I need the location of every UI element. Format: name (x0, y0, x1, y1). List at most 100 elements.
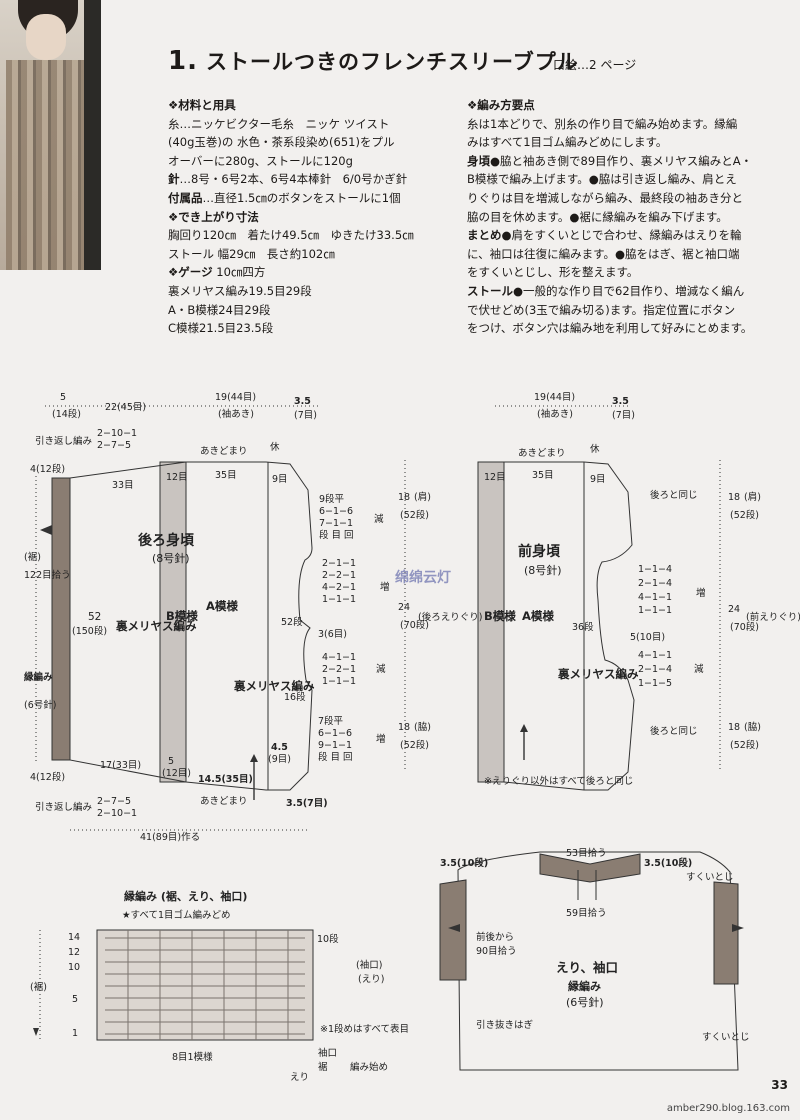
collar-pick-a: 前後から (476, 931, 514, 943)
size-heading: ❖でき上がり寸法 (168, 209, 259, 224)
right-armhole-band (713, 881, 739, 985)
edging-title: 縁編み (裾、えり、袖口) (124, 889, 247, 903)
yarn-line-2: (40g玉巻)の 水色・茶系段染め(651)をプル (168, 135, 395, 150)
edging-row-10: 10 (68, 962, 80, 973)
blog-url: amber290.blog.163.com (666, 1103, 790, 1114)
front-rd-side: (脇) (744, 722, 761, 733)
back-needle: (8号針) (152, 551, 190, 565)
collar-pick-b: 90目拾う (476, 945, 517, 957)
back-dec-2: 減 (376, 663, 386, 675)
collar-left: 3.5(10段) (440, 857, 488, 869)
collar-sew: すくいとじ (686, 872, 734, 883)
body-2: B模様で編み上げます。●脇は引き返し編み、肩とえ (467, 172, 737, 187)
front-rd-shoulder: (肩) (744, 491, 761, 503)
watermark: 绵绵云灯 (395, 570, 451, 586)
front-top-35: 3.5 (612, 396, 629, 407)
front-inc-2: 2−1−4 (638, 578, 672, 589)
edging-row-14: 14 (68, 932, 80, 943)
back-turn-b2: 2−10−1 (97, 808, 137, 819)
back-bottom-35: 3.5(7目) (286, 798, 328, 809)
method-intro-1: 糸は1本どりで、別糸の作り目で編み始めます。縁編 (467, 116, 738, 131)
edging-sode: (袖口) (356, 959, 382, 971)
edging-pattern: 8目1模様 (172, 1051, 213, 1063)
edging-row-5: 5 (72, 994, 78, 1005)
back-inc-4: 1−1−1 (322, 594, 356, 605)
front-inc-1: 1−1−4 (638, 564, 672, 575)
back-c3: 3(6目) (318, 629, 347, 640)
back-rd-18b: 18 (398, 722, 410, 733)
back-r16: 16段 (284, 691, 306, 703)
model-photo (0, 0, 101, 270)
body-4: 脇の目を休めます。●裾に縁編みを編み下げます。 (467, 209, 728, 224)
gauge-line-1: 裏メリヤス編み19.5目29段 (168, 283, 312, 298)
front-9: 9目 (590, 474, 606, 485)
edging-note: ★すべて1目ゴム編みどめ (122, 909, 231, 921)
front-12: 12目 (484, 472, 506, 483)
back-9: 9目 (272, 474, 288, 485)
edging-10rows: 10段 (317, 933, 339, 945)
back-top-5: 5 (60, 392, 66, 403)
collar-outline (457, 851, 739, 1071)
back-rev-label: 裏メリヤス編み (115, 619, 197, 633)
yarn-line-3: オーバーに280g、ストールに120g (168, 153, 353, 168)
back-122: 122目拾う (24, 569, 71, 581)
materials-column: ❖材料と用具 糸…ニッケビクター毛糸 ニッケ ツイスト (40g玉巻)の 水色・… (168, 96, 458, 338)
edging-suso: (裾) (30, 981, 47, 993)
method-column: ❖編み方要点 糸は1本どりで、別糸の作り目で編み始めます。縁編 みはすべて1目ゴ… (467, 96, 789, 338)
back-body-outline (69, 461, 313, 791)
collar-sub: 縁編み (568, 979, 601, 993)
needles-line: 針…8号・6号2本、6号4本棒針 6/0号かぎ針 (168, 172, 408, 187)
back-rd-52: (52段) (400, 509, 429, 521)
stole-3: をつけ、ボタン穴は編み地を利用して好みにとめます。 (467, 321, 753, 336)
back-150: (150段) (72, 625, 107, 637)
edging-label-suso: 裾 (318, 1061, 328, 1073)
page-title: 1.ストールつきのフレンチスリーブプル (168, 46, 579, 76)
back-s2-4: 段 目 回 (318, 751, 353, 763)
collar-sew2: すくいとじ (702, 1032, 750, 1043)
back-b-label: B模様 (166, 609, 198, 623)
back-top-35: 3.5 (294, 396, 311, 407)
edging-chart-grid (96, 929, 314, 1041)
front-dec-3: 1−1−5 (638, 678, 672, 689)
size-line-1: 胸回り120㎝ 着たけ49.5㎝ ゆきたけ33.5㎝ (168, 228, 414, 243)
front-inc-3: 4−1−1 (638, 592, 672, 603)
back-a-label: A模様 (206, 599, 238, 613)
front-rd-18: 18 (728, 492, 740, 503)
back-top-22: 22(45目) (105, 402, 146, 413)
back-35: 35目 (215, 470, 237, 481)
gauge-line-3: C模様21.5目23.5段 (168, 321, 274, 336)
back-edge: 縁編み (24, 671, 53, 683)
yarn-line-1: 糸…ニッケビクター毛糸 ニッケ ツイスト (168, 116, 390, 131)
method-intro-2: みはすべて1目ゴム編みどめにします。 (467, 135, 668, 150)
front-rest: 休 (590, 443, 600, 455)
edging-label-eri: えり (290, 1072, 309, 1083)
back-145: 14.5(35目) (198, 774, 253, 785)
accessories-line: 付属品…直径1.5㎝のボタンをストールに1個 (168, 190, 401, 205)
back-inc-1: 2−1−1 (322, 558, 356, 569)
finish-3: をすくいとじし、形を整えます。 (467, 265, 639, 280)
front-rev-label: 裏メリヤス編み (557, 667, 639, 681)
collar-53: 53目拾う (566, 847, 607, 859)
front-top-19: 19(44目) (534, 392, 575, 403)
back-s1-3: 7−1−1 (319, 518, 353, 529)
body-3: りぐりは目を増減しながら編み、最終段の袖あき分と (467, 190, 743, 205)
front-top-7: (7目) (612, 410, 635, 421)
back-bottom-rows: 4(12段) (30, 771, 65, 783)
method-heading: ❖編み方要点 (467, 98, 535, 112)
stole-2: で伏せどめ(3玉で編み切る)ます。指定位置にボタン (467, 302, 736, 317)
front-rd-70: (70段) (730, 621, 759, 633)
front-r36: 36段 (572, 621, 594, 633)
collar-right: 3.5(10段) (644, 857, 692, 869)
front-same-2: 後ろと同じ (650, 725, 698, 737)
back-rd-70: (70段) (400, 619, 429, 631)
page-number: 33 (771, 1078, 788, 1092)
edging-start: 編み始め (350, 1061, 388, 1073)
back-inc-mark: 増 (380, 581, 390, 593)
back-s2-2: 6−1−6 (318, 728, 352, 739)
back-turn-b1: 2−7−5 (97, 796, 131, 807)
back-inc-mark-2: 増 (376, 733, 386, 745)
back-c45: 4.5 (271, 742, 288, 753)
edging-row-1: 1 (72, 1028, 78, 1039)
back-top-7: (7目) (294, 410, 317, 421)
front-dec-2: 2−1−4 (638, 664, 672, 675)
